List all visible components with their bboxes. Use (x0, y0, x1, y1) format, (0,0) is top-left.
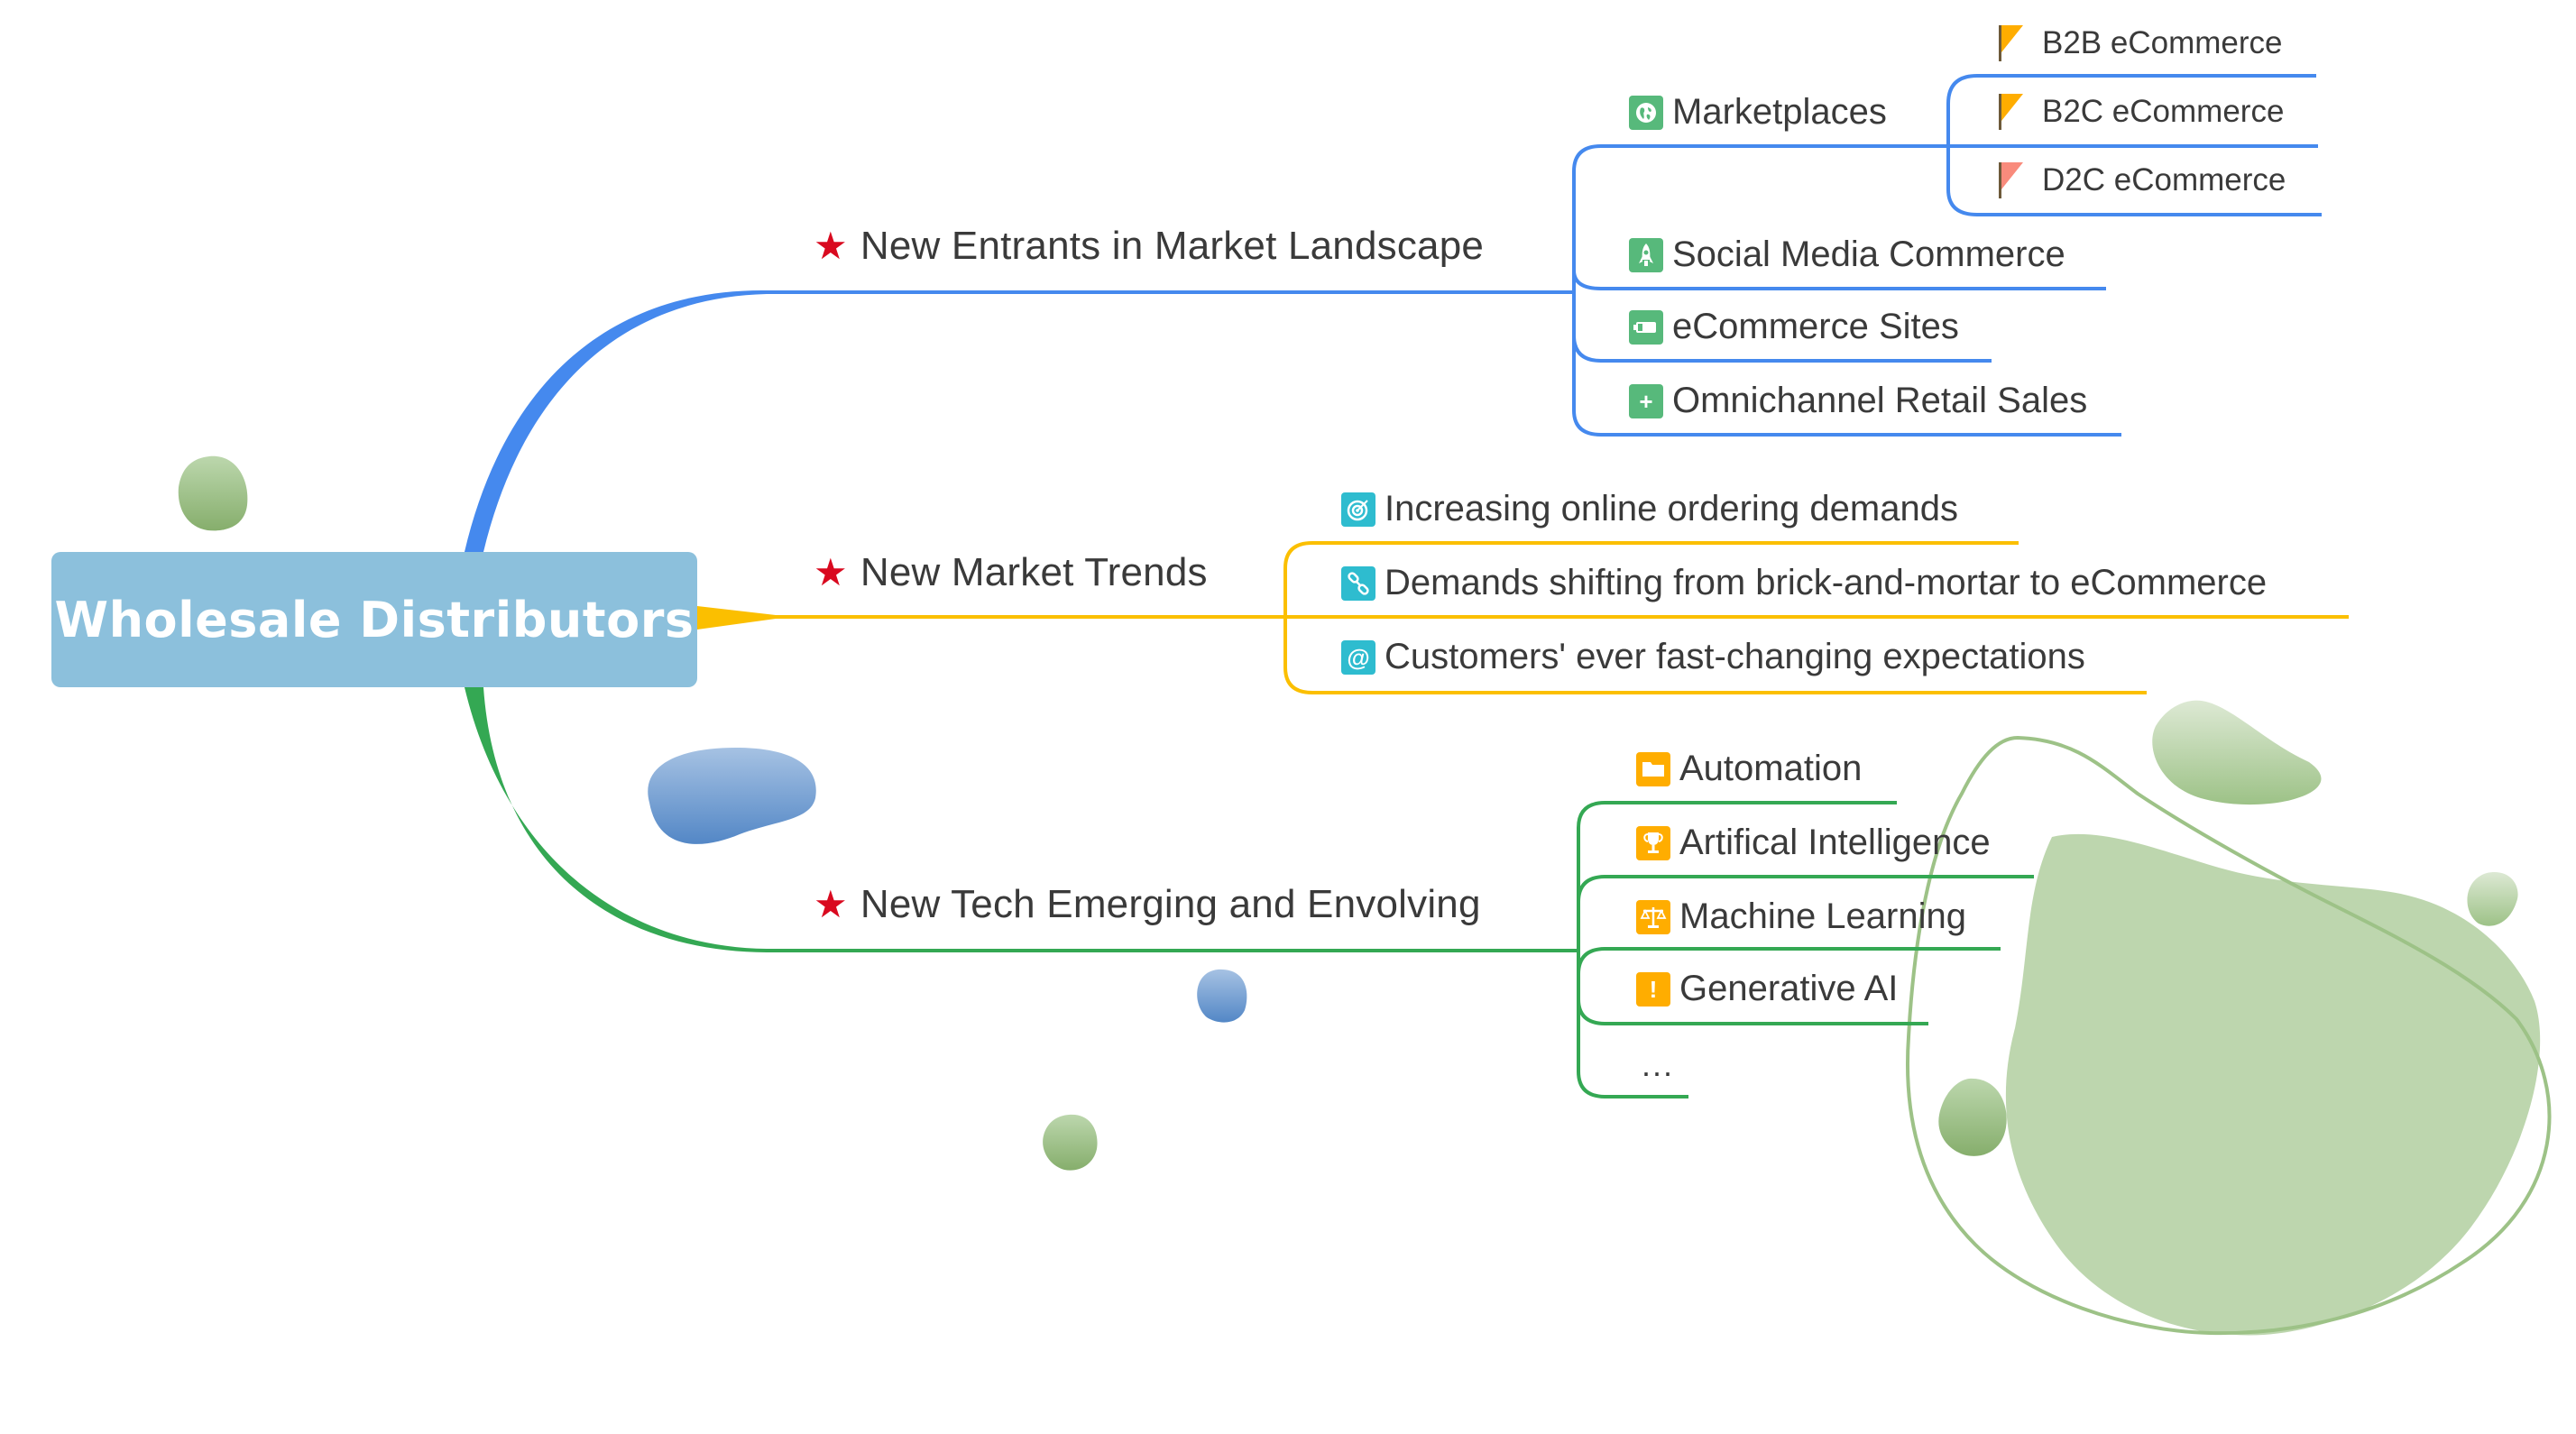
scales-icon (1636, 899, 1670, 934)
leaf-d2c-ecommerce[interactable]: D2C eCommerce (1997, 162, 2286, 198)
branch-1-child-connectors (1572, 74, 2322, 437)
main-topic-new-tech[interactable]: ★ New Tech Emerging and Envolving (814, 882, 1481, 927)
star-icon: ★ (814, 883, 848, 925)
star-icon: ★ (814, 225, 848, 267)
subtopic-artificial-intelligence[interactable]: Artifical Intelligence (1636, 823, 1991, 863)
subtopic-label: Machine Learning (1679, 896, 1966, 936)
subtopic-demands-shifting[interactable]: Demands shifting from brick-and-mortar t… (1341, 563, 2267, 603)
blob-outline-large (1905, 735, 2552, 1336)
subtopic-increasing-online-ordering[interactable]: Increasing online ordering demands (1341, 489, 1958, 529)
subtopic-generative-ai[interactable]: ! Generative AI (1636, 969, 1898, 1009)
plus-icon: + (1629, 383, 1663, 418)
trophy-icon (1636, 825, 1670, 860)
leaf-label: B2C eCommerce (2042, 94, 2285, 129)
blob-green-small-left (178, 455, 248, 531)
leaf-label: B2B eCommerce (2042, 25, 2283, 60)
subtopic-label: Artifical Intelligence (1679, 823, 1991, 862)
target-icon (1341, 492, 1375, 527)
subtopic-label: eCommerce Sites (1672, 307, 1959, 346)
at-sign-icon: @ (1341, 639, 1375, 675)
star-icon: ★ (814, 551, 848, 593)
subtopic-ecommerce-sites[interactable]: eCommerce Sites (1629, 307, 1959, 347)
subtopic-label: Demands shifting from brick-and-mortar t… (1385, 563, 2268, 602)
subtopic-omnichannel-retail-sales[interactable]: + Omnichannel Retail Sales (1629, 381, 2087, 421)
blob-blue-small (1197, 969, 1247, 1023)
rocket-icon (1629, 237, 1663, 272)
subtopic-label: Automation (1679, 749, 1863, 788)
main-topic-label: New Market Trends (860, 550, 1208, 594)
subtopic-customers-expectations[interactable]: @ Customers' ever fast-changing expectat… (1341, 637, 2085, 677)
connector-branch-2 (697, 606, 776, 630)
subtopic-label: Generative AI (1679, 969, 1899, 1008)
decorative-blobs (178, 455, 2552, 1336)
subtopic-more-placeholder[interactable]: ... (1642, 1046, 1674, 1084)
subtopic-label: ... (1642, 1046, 1675, 1083)
subtopic-label: Omnichannel Retail Sales (1672, 381, 2088, 420)
blob-green-small-mid (1043, 1114, 1098, 1171)
blob-green-bottom (1938, 1078, 2007, 1156)
subtopic-label: Social Media Commerce (1672, 234, 2065, 274)
root-topic-label: Wholesale Distributors (54, 591, 695, 648)
link-icon (1341, 565, 1375, 601)
blob-blue-left (648, 747, 816, 844)
battery-icon (1629, 309, 1663, 345)
main-topic-label: New Tech Emerging and Envolving (860, 882, 1481, 926)
main-connectors (465, 290, 1578, 952)
leaf-b2c-ecommerce[interactable]: B2C eCommerce (1997, 94, 2284, 130)
flag-icon (1997, 162, 2028, 198)
globe-icon (1629, 95, 1663, 130)
subtopic-marketplaces[interactable]: Marketplaces (1629, 92, 1887, 133)
branch-3-child-connectors (1577, 801, 2034, 1098)
folder-icon (1636, 751, 1670, 786)
flag-icon (1997, 94, 2028, 130)
subtopic-social-media-commerce[interactable]: Social Media Commerce (1629, 234, 2065, 275)
subtopic-automation[interactable]: Automation (1636, 749, 1862, 789)
blob-green-tiny-right (2467, 872, 2518, 926)
leaf-b2b-ecommerce[interactable]: B2B eCommerce (1997, 25, 2282, 61)
branch-2-child-connectors (1283, 541, 2349, 694)
main-topic-new-market-trends[interactable]: ★ New Market Trends (814, 550, 1208, 595)
subtopic-label: Increasing online ordering demands (1385, 489, 1958, 529)
flag-icon (1997, 25, 2028, 61)
blob-green-large (2005, 833, 2541, 1336)
main-topic-label: New Entrants in Market Landscape (860, 224, 1485, 268)
subtopic-label: Marketplaces (1672, 92, 1887, 132)
blob-green-top-right (2152, 700, 2322, 805)
connector-branch-1 (465, 290, 767, 552)
subtopic-label: Customers' ever fast-changing expectatio… (1385, 637, 2085, 676)
subtopic-machine-learning[interactable]: Machine Learning (1636, 896, 1966, 937)
leaf-label: D2C eCommerce (2042, 162, 2286, 198)
main-topic-new-entrants[interactable]: ★ New Entrants in Market Landscape (814, 224, 1484, 269)
root-topic[interactable]: Wholesale Distributors (51, 552, 697, 687)
exclamation-icon: ! (1636, 971, 1670, 1007)
